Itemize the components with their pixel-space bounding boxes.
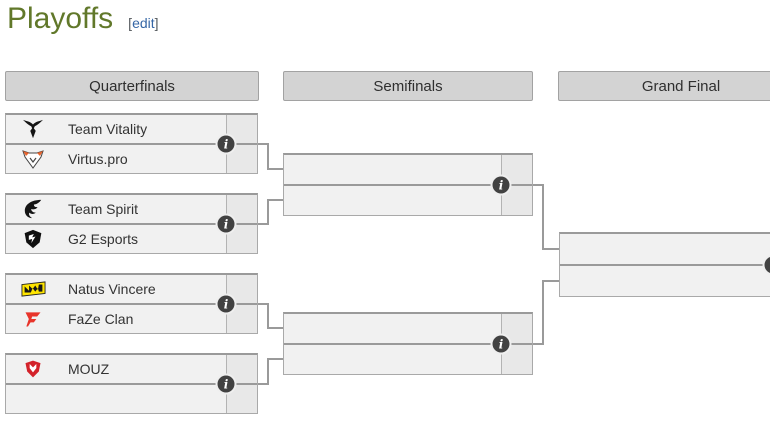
bracket-connector (542, 280, 559, 282)
team-slot-empty (560, 234, 770, 264)
match-quarterfinal-3: Natus Vincere FaZe Clan i (5, 273, 258, 334)
info-icon[interactable]: i (492, 176, 510, 194)
team-slot-empty (560, 264, 770, 296)
team-slot: Natus Vincere (6, 275, 257, 303)
edit-bracket-close: ] (154, 15, 159, 31)
match-semifinal-1: i (283, 153, 533, 216)
team-slot: G2 Esports (6, 223, 257, 253)
team-slot: Team Spirit (6, 195, 257, 223)
bracket-connector (267, 199, 269, 225)
bracket-connector (542, 248, 559, 250)
info-icon[interactable]: i (492, 335, 510, 353)
bracket-connector (258, 223, 269, 225)
team-spirit-logo (16, 199, 50, 219)
team-name: G2 Esports (68, 231, 139, 247)
round-header-label: Semifinals (373, 77, 443, 95)
team-slot: Virtus.pro (6, 143, 257, 173)
match-quarterfinal-4: MOUZ i (5, 353, 258, 414)
bracket-connector (267, 143, 269, 170)
natus-vincere-logo (16, 281, 50, 297)
round-header-quarterfinals: Quarterfinals (5, 71, 259, 101)
bracket-connector (267, 199, 283, 201)
team-vitality-logo (16, 119, 50, 139)
edit-link-label[interactable]: edit (132, 15, 155, 31)
mouz-logo (16, 359, 50, 379)
team-slot-empty (284, 155, 532, 184)
team-slot: FaZe Clan (6, 303, 257, 333)
bracket-connector (542, 184, 544, 250)
info-icon[interactable]: i (764, 256, 770, 274)
faze-clan-logo (16, 309, 50, 329)
team-name: Team Spirit (68, 201, 139, 217)
team-name: FaZe Clan (68, 311, 134, 327)
edit-bracket-open: [ (128, 15, 133, 31)
bracket-connector (267, 327, 283, 329)
virtus-pro-logo (16, 149, 50, 169)
bracket-connector (258, 383, 269, 385)
team-slot: Team Vitality (6, 115, 257, 143)
team-name: MOUZ (68, 361, 110, 377)
bracket-connector (267, 358, 269, 385)
bracket-connector (258, 303, 269, 305)
round-header-semifinals: Semifinals (283, 71, 533, 101)
round-header-label: Quarterfinals (89, 77, 175, 95)
info-icon[interactable]: i (217, 215, 235, 233)
bracket-connector (533, 184, 544, 186)
section-title-bar: Playoffs [edit] (7, 2, 159, 36)
team-name: Team Vitality (68, 121, 148, 137)
team-slot: MOUZ (6, 355, 257, 383)
team-slot-empty (284, 184, 532, 215)
match-grand-final: i (559, 232, 770, 297)
info-icon[interactable]: i (217, 135, 235, 153)
bracket-connector (267, 358, 283, 360)
match-quarterfinal-2: Team Spirit G2 Esports i (5, 193, 258, 254)
match-quarterfinal-1: Team Vitality Virtus.pro i (5, 113, 258, 174)
team-slot-empty (284, 343, 532, 374)
info-icon[interactable]: i (217, 295, 235, 313)
round-header-label: Grand Final (641, 77, 721, 95)
page-title: Playoffs (7, 2, 114, 35)
round-header-grand-final: Grand Final (558, 71, 770, 101)
match-semifinal-2: i (283, 312, 533, 375)
bracket-connector (533, 343, 544, 345)
team-name: Natus Vincere (68, 281, 156, 297)
info-icon[interactable]: i (217, 375, 235, 393)
team-slot-empty (6, 383, 257, 413)
bracket-connector (267, 303, 269, 329)
bracket-connector (258, 143, 269, 145)
bracket-connector (267, 168, 283, 170)
g2-esports-logo (16, 229, 50, 249)
edit-link[interactable]: [edit] (128, 15, 158, 31)
team-name: Virtus.pro (68, 151, 128, 167)
bracket-connector (542, 280, 544, 345)
